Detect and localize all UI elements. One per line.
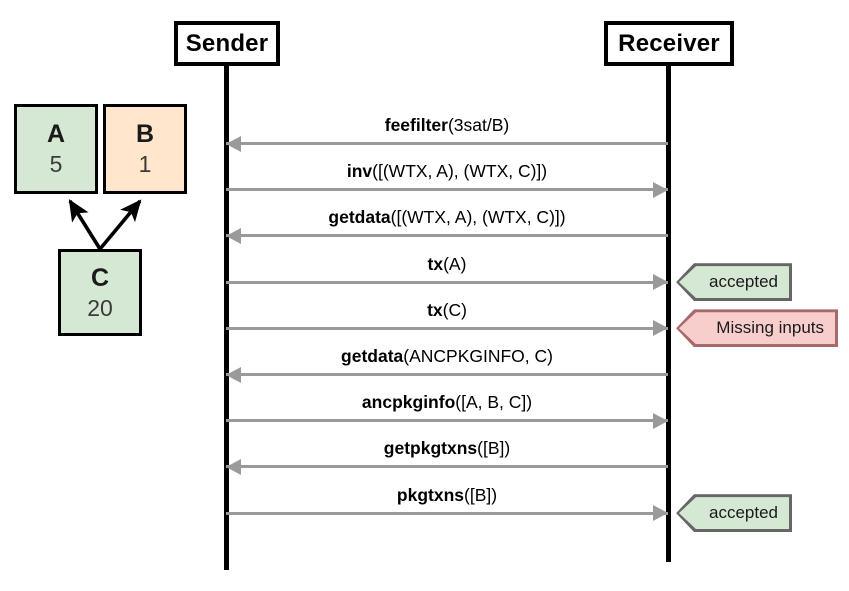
tx-a-name: A bbox=[46, 120, 66, 149]
message-label: inv([(WTX, A), (WTX, C)]) bbox=[226, 160, 668, 182]
message-args: ([B]) bbox=[464, 484, 498, 505]
badge-label: accepted bbox=[709, 503, 778, 523]
message-args: ([(WTX, A), (WTX, C)]) bbox=[372, 161, 548, 182]
badge-fill bbox=[679, 497, 789, 530]
message-label: getdata(ANCPKGINFO, C) bbox=[226, 345, 668, 367]
actor-receiver[interactable]: Receiver bbox=[604, 21, 734, 66]
badge-label: Missing inputs bbox=[716, 318, 824, 338]
arrow-head-right-icon bbox=[653, 274, 668, 291]
message-3-getdata[interactable]: getdata([(WTX, A), (WTX, C)]) bbox=[226, 206, 668, 246]
actor-sender[interactable]: Sender bbox=[174, 21, 280, 66]
status-badge-missing-inputs: Missing inputs bbox=[676, 309, 838, 348]
message-line bbox=[226, 142, 668, 145]
message-8-getpkgtxns[interactable]: getpkgtxns([B]) bbox=[226, 437, 668, 477]
tx-box-b[interactable]: B 1 bbox=[103, 104, 187, 194]
message-line bbox=[226, 465, 668, 469]
arrow-head-left-icon bbox=[226, 135, 241, 152]
message-line bbox=[226, 326, 668, 330]
message-command: ancpkginfo bbox=[361, 392, 456, 413]
actor-receiver-label: Receiver bbox=[618, 29, 720, 57]
tx-c-fee: 20 bbox=[87, 294, 113, 321]
message-args: (C) bbox=[442, 299, 467, 320]
message-label: pkgtxns([B]) bbox=[226, 484, 668, 506]
message-label: feefilter(3sat/B) bbox=[226, 114, 668, 136]
message-label: getpkgtxns([B]) bbox=[226, 437, 668, 459]
dependency-c-to-a bbox=[68, 199, 102, 250]
arrow-head-right-icon bbox=[653, 412, 668, 429]
lifeline-receiver bbox=[666, 60, 671, 562]
message-label: ancpkginfo([A, B, C]) bbox=[226, 391, 668, 413]
status-badge-accepted: accepted bbox=[676, 494, 792, 533]
tx-c-name: C bbox=[90, 263, 110, 292]
message-line bbox=[226, 419, 668, 423]
message-line bbox=[226, 234, 668, 238]
badge-label: accepted bbox=[709, 272, 778, 292]
message-command: feefilter bbox=[384, 115, 448, 135]
tx-box-a[interactable]: A 5 bbox=[14, 104, 98, 194]
arrow-head-left-icon bbox=[226, 458, 241, 475]
message-label: tx(A) bbox=[226, 253, 668, 275]
arrow-head-right-icon bbox=[653, 320, 668, 337]
message-line bbox=[226, 280, 668, 284]
message-command: inv bbox=[346, 161, 373, 182]
message-args: ([(WTX, A), (WTX, C)]) bbox=[390, 207, 566, 228]
tx-b-fee: 1 bbox=[138, 151, 152, 178]
message-command: getpkgtxns bbox=[383, 438, 478, 459]
message-command: tx bbox=[427, 299, 443, 320]
arrow-head-right-icon bbox=[653, 505, 668, 522]
arrow-head-right-icon bbox=[653, 181, 668, 198]
tx-a-fee: 5 bbox=[49, 151, 63, 178]
badge-fill bbox=[679, 312, 835, 345]
message-args: ([A, B, C]) bbox=[455, 392, 533, 413]
message-command: getdata bbox=[341, 346, 404, 366]
dependency-c-to-b bbox=[98, 199, 142, 251]
message-command: getdata bbox=[328, 207, 391, 228]
message-6-getdata[interactable]: getdata(ANCPKGINFO, C) bbox=[226, 345, 668, 385]
message-args: (A) bbox=[443, 253, 467, 274]
message-command: pkgtxns bbox=[396, 484, 465, 505]
badge-fill bbox=[679, 266, 789, 299]
message-4-tx[interactable]: tx(A) bbox=[226, 253, 668, 293]
message-line bbox=[226, 373, 668, 376]
message-7-ancpkginfo[interactable]: ancpkginfo([A, B, C]) bbox=[226, 391, 668, 431]
message-command: tx bbox=[427, 253, 444, 274]
message-line bbox=[226, 188, 668, 192]
message-args: (3sat/B) bbox=[447, 115, 510, 135]
tx-box-c[interactable]: C 20 bbox=[58, 249, 142, 336]
message-1-feefilter[interactable]: feefilter(3sat/B) bbox=[226, 114, 668, 154]
tx-b-name: B bbox=[135, 120, 155, 149]
arrow-head-left-icon bbox=[226, 227, 241, 244]
message-9-pkgtxns[interactable]: pkgtxns([B]) bbox=[226, 484, 668, 524]
message-args: (ANCPKGINFO, C) bbox=[403, 346, 553, 366]
arrow-head-left-icon bbox=[226, 366, 241, 383]
message-label: tx(C) bbox=[226, 299, 668, 321]
status-badge-accepted: accepted bbox=[676, 263, 792, 302]
message-args: ([B]) bbox=[477, 438, 511, 459]
message-label: getdata([(WTX, A), (WTX, C)]) bbox=[226, 206, 668, 228]
lifeline-sender bbox=[224, 60, 229, 570]
actor-sender-label: Sender bbox=[185, 29, 269, 57]
message-2-inv[interactable]: inv([(WTX, A), (WTX, C)]) bbox=[226, 160, 668, 200]
message-line bbox=[226, 511, 668, 515]
message-5-tx[interactable]: tx(C) bbox=[226, 299, 668, 339]
